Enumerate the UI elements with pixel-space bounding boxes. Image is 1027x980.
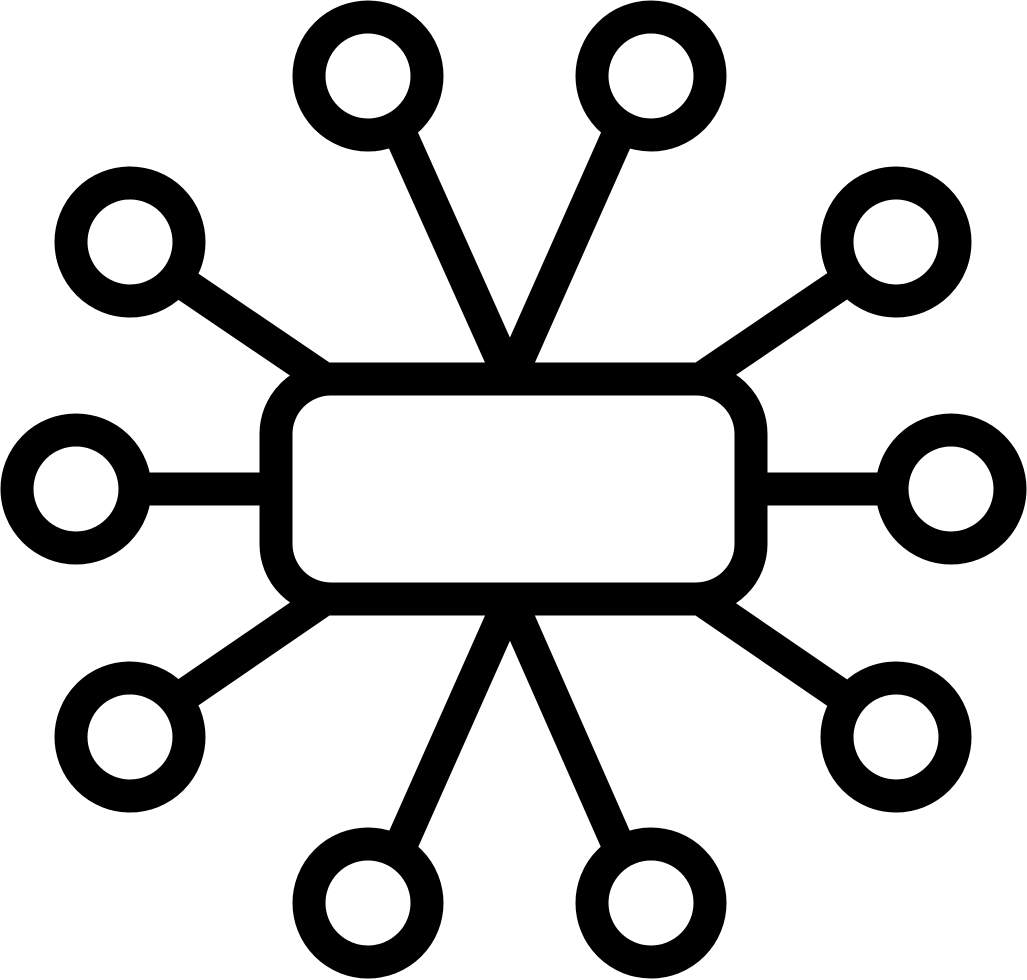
node-left [0, 413, 152, 565]
node-bottom-left [292, 827, 444, 979]
node-bottom-right [575, 827, 727, 979]
node-upper-left [54, 166, 206, 318]
connector-upper-left [163, 264, 337, 393]
connector-lower-left [163, 585, 337, 715]
node-lower-left [54, 661, 206, 813]
connector-bottom-right [493, 583, 635, 862]
connector-lines [133, 118, 894, 862]
connector-top-left [384, 118, 527, 395]
node-top-left [292, 0, 444, 152]
connector-upper-right [688, 264, 862, 393]
node-lower-right [820, 661, 972, 813]
connector-lower-right [688, 585, 862, 715]
connector-top-right [493, 118, 635, 395]
connector-bottom-left [384, 583, 527, 862]
node-right [875, 413, 1027, 565]
center-hub-node [259, 362, 768, 616]
node-upper-right [820, 166, 972, 318]
node-top-right [575, 0, 727, 152]
